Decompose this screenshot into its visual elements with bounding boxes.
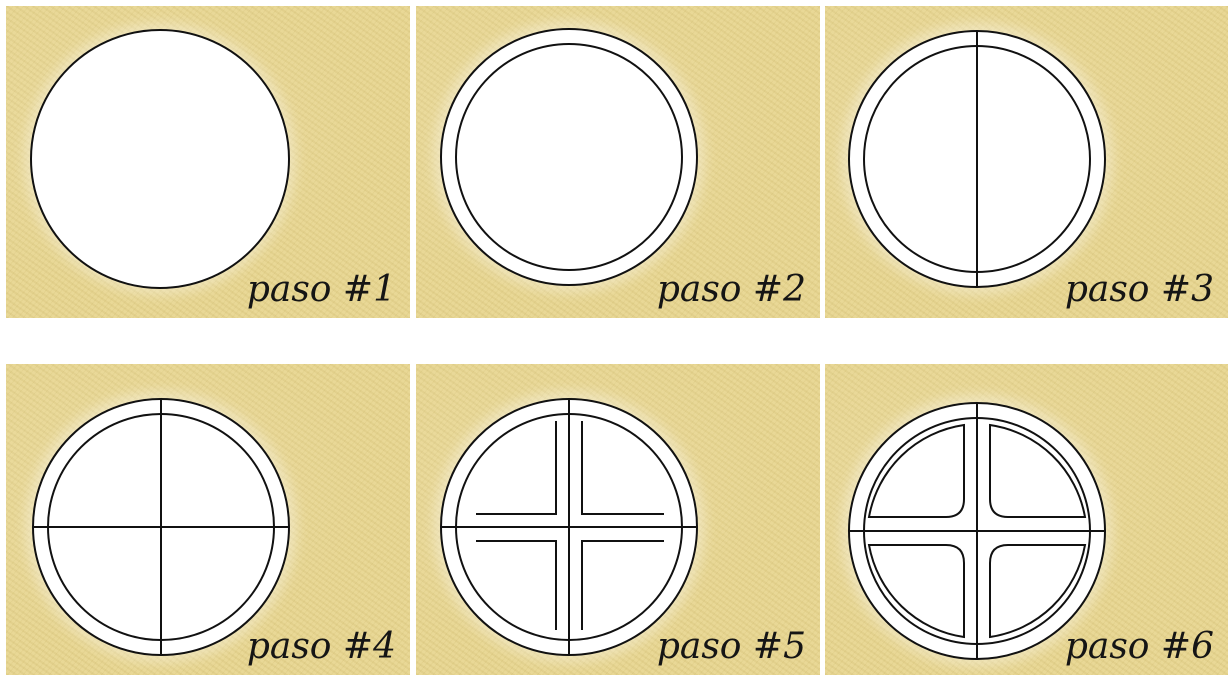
step-label: paso #5 xyxy=(657,626,806,667)
step-panel-1: paso #1 xyxy=(6,6,410,318)
base-circle xyxy=(31,30,289,288)
step-panel-4: paso #4 xyxy=(6,364,410,675)
outer-circle xyxy=(441,29,697,285)
step-panel-5: paso #5 xyxy=(416,364,820,675)
step-label: paso #4 xyxy=(247,626,396,667)
step-panel-2: paso #2 xyxy=(416,6,820,318)
step-label: paso #1 xyxy=(247,269,396,310)
step-panel-3: paso #3 xyxy=(825,6,1228,318)
step-label: paso #2 xyxy=(657,269,806,310)
step-label: paso #6 xyxy=(1065,626,1214,667)
step-panel-6: paso #6 xyxy=(825,364,1228,675)
step-label: paso #3 xyxy=(1065,269,1214,310)
